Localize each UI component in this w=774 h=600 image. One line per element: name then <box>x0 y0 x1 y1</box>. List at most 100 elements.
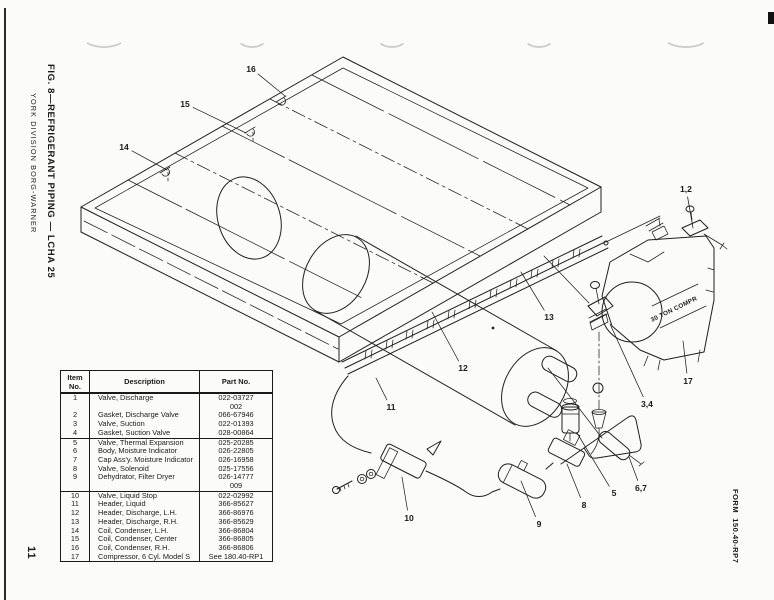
table-cell-part: 366-86976 <box>199 508 273 518</box>
punch-hole <box>376 26 408 48</box>
callout-label: 5 <box>612 488 617 498</box>
pipe-loop <box>560 415 642 465</box>
table-cell-item: 17 <box>60 552 90 562</box>
table-cell-item: 14 <box>60 526 90 536</box>
table-cell-item: 8 <box>60 464 90 474</box>
table-cell-item: 2 <box>60 411 90 421</box>
table-cell-part: 028-00864 <box>199 428 273 439</box>
table-header-row: Item No. Description Part No. <box>60 370 273 394</box>
callout-label: 9 <box>537 519 542 529</box>
callout-leader <box>576 432 610 487</box>
table-cell-desc: Valve, Discharge <box>89 393 200 412</box>
table-cell-item: 15 <box>60 535 90 544</box>
table-cell-item: 6 <box>60 447 90 456</box>
callout-label: 6,7 <box>635 483 647 493</box>
table-cell-desc: Gasket, Suction Valve <box>89 428 200 439</box>
suction-connection <box>651 218 669 241</box>
table-cell-item: 9 <box>60 473 90 492</box>
table-cell-item: 4 <box>60 428 90 439</box>
table-cell-item: 12 <box>60 508 90 518</box>
liquid-stop-valve <box>375 440 442 479</box>
table-cell-part: 026-16958 <box>199 455 273 465</box>
table-cell-desc: Coil, Condenser, R.H. <box>89 543 200 553</box>
table-cell-part: 022-03727 002 <box>199 393 273 412</box>
callout-leader <box>401 476 408 511</box>
table-cell-desc: Valve, Suction <box>89 419 200 429</box>
punch-hole <box>236 26 268 48</box>
table-cell-part: See 180.40-RP1 <box>199 552 273 562</box>
header-part-no: Part No. <box>199 370 273 394</box>
table-cell-desc: Body, Moisture Indicator <box>89 447 200 456</box>
condenser-coil-slab <box>80 56 602 363</box>
header-tubes <box>341 215 664 375</box>
discharge-valve <box>681 205 728 250</box>
callout-label: 13 <box>544 312 554 322</box>
punch-hole <box>663 26 709 48</box>
punch-hole <box>82 26 126 48</box>
page-edge-line <box>4 8 6 600</box>
callout-label: 3,4 <box>641 399 653 409</box>
receiver-cylinder <box>302 234 578 427</box>
table-cell-part: 366-85627 <box>199 500 273 510</box>
table-cell-part: 366-86804 <box>199 526 273 536</box>
liquid-nozzle <box>527 391 563 418</box>
table-cell-desc: Header, Discharge, L.H. <box>89 508 200 518</box>
callout-leader <box>687 196 694 229</box>
table-cell-part: 025-20285 <box>199 438 273 448</box>
table-cell-desc: Dehydrator, Filter Dryer <box>89 473 200 492</box>
table-cell-desc: Valve, Thermal Expansion <box>89 438 200 448</box>
table-cell-part: 026-22805 <box>199 447 273 456</box>
table-cell-desc: Valve, Liquid Stop <box>89 491 200 501</box>
table-cell-part: 366-86805 <box>199 535 273 544</box>
table-cell-item: 1 <box>60 393 90 412</box>
table-cell-desc: Compressor, 6 Cyl. Model S <box>89 552 200 562</box>
callout-label: 14 <box>119 142 129 152</box>
moisture-indicator <box>598 431 645 467</box>
compressor: 30 TON COMPR <box>601 205 728 371</box>
table-cell-part: 022-02992 <box>199 491 273 501</box>
callout-leader <box>257 73 286 97</box>
callout-label: 10 <box>404 513 414 523</box>
corner-mark <box>768 12 774 24</box>
table-cell-part: 025-17556 <box>199 464 273 474</box>
callout-leader <box>682 340 688 374</box>
callout-leader <box>628 456 639 481</box>
table-cell-desc: Coil, Condenser, Center <box>89 535 200 544</box>
callout-leader <box>520 271 545 311</box>
table-cell-part: 066-67946 <box>199 411 273 421</box>
table-cell-item: 5 <box>60 438 90 448</box>
callout-label: 17 <box>683 376 693 386</box>
table-cell-item: 3 <box>60 419 90 429</box>
callout-label: 11 <box>386 402 395 412</box>
table-cell-item: 11 <box>60 500 90 510</box>
piping <box>331 367 642 497</box>
callout-label: 8 <box>582 500 587 510</box>
table-cell-part: 366-85629 <box>199 517 273 527</box>
callout-leader <box>566 463 581 498</box>
callout-label: 15 <box>180 99 190 109</box>
callout-label: 16 <box>246 64 256 74</box>
callout-label: 1,2 <box>680 184 692 194</box>
callout-leader <box>131 150 168 171</box>
table-cell-desc: Valve, Solenoid <box>89 464 200 474</box>
callout-leader <box>520 480 536 517</box>
table-cell-desc: Gasket, Discharge Valve <box>89 411 200 421</box>
table-cell-desc: Coil, Condenser, L.H. <box>89 526 200 536</box>
mounting-hooks <box>159 95 287 185</box>
table-cell-item: 7 <box>60 455 90 465</box>
compressor-label: 30 TON COMPR <box>650 295 699 324</box>
thermal-expansion-valve <box>561 398 580 442</box>
table-cell-part: 026-14777 009 <box>199 473 273 492</box>
